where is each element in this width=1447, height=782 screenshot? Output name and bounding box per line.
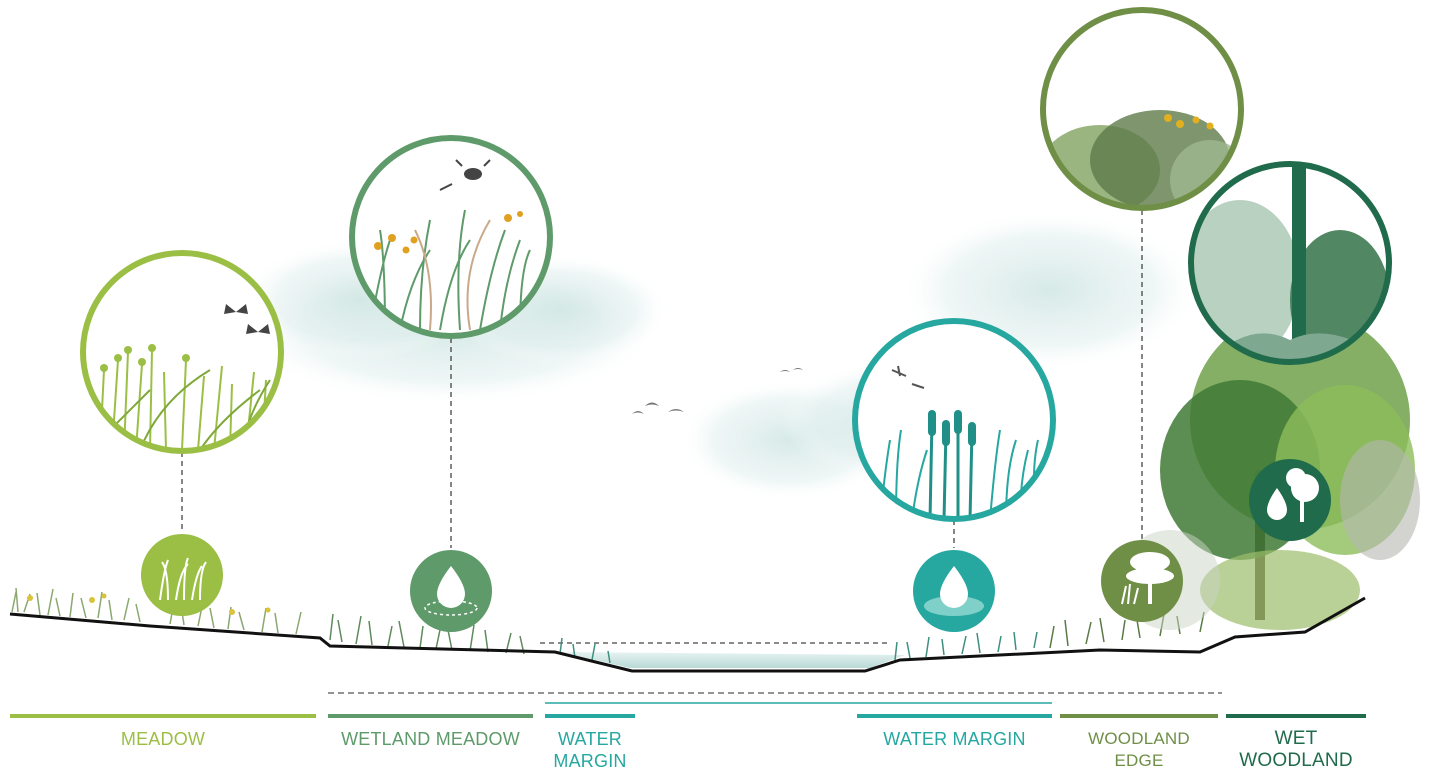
- zone-label-water-margin-right: WATER MARGIN: [857, 728, 1052, 750]
- zone-label-wet-woodland: WET WOODLAND: [1222, 728, 1370, 772]
- zone-bar-water-margin-left: [545, 714, 635, 718]
- zone-label-line1: WETLAND MEADOW: [341, 729, 520, 749]
- grass-icon: [141, 534, 223, 616]
- zone-bar-water-margin-right: [857, 714, 1052, 718]
- zone-label-meadow: MEADOW: [10, 728, 316, 750]
- yellow-flowers: [27, 593, 271, 615]
- water-channel: [560, 652, 905, 668]
- water-drop-icon: [913, 550, 995, 632]
- zone-label-line2: EDGE: [1114, 751, 1164, 770]
- zone-bar-meadow: [10, 714, 316, 718]
- zone-label-woodland-edge: WOODLAND EDGE: [1060, 728, 1218, 772]
- zone-label-line2: WOODLAND: [1239, 750, 1353, 771]
- water-margin-habitat-circle: [852, 318, 1056, 522]
- ground-vegetation: [11, 587, 1205, 664]
- dragonfly-icon: [439, 159, 491, 191]
- tree-icon: [1101, 540, 1183, 622]
- ground-profile: [9, 596, 1366, 673]
- zone-label-line1: WET: [1274, 728, 1318, 749]
- wet-woodland-habitat-circle: [1188, 161, 1392, 365]
- birds: [632, 368, 803, 414]
- zone-label-line1: WOODLAND: [1088, 729, 1190, 748]
- zone-bar-wet-woodland: [1226, 714, 1366, 718]
- zone-label-line1: MEADOW: [120, 729, 206, 749]
- woodland-trees: [1120, 310, 1420, 630]
- meadow-habitat-circle: [80, 250, 284, 454]
- wetland-meadow-habitat-circle: [349, 135, 553, 339]
- zone-label-wetland-meadow: WETLAND MEADOW: [318, 728, 543, 750]
- dragonfly-icon: [891, 365, 925, 389]
- zone-bar-wetland-meadow: [328, 714, 533, 718]
- zone-label-line1: WATER: [558, 729, 622, 749]
- zone-label-water-margin-left: WATER MARGIN: [540, 728, 640, 772]
- woodland-edge-habitat-circle: [1040, 7, 1244, 211]
- leader-lines: [181, 210, 1143, 644]
- water-drop-icon: [410, 550, 492, 632]
- zone-label-line2: MARGIN: [553, 751, 627, 771]
- tree-drop-icon: [1249, 459, 1331, 541]
- zone-bar-woodland-edge: [1060, 714, 1218, 718]
- zone-label-line1: WATER MARGIN: [883, 729, 1026, 749]
- butterfly-icon: [224, 304, 270, 334]
